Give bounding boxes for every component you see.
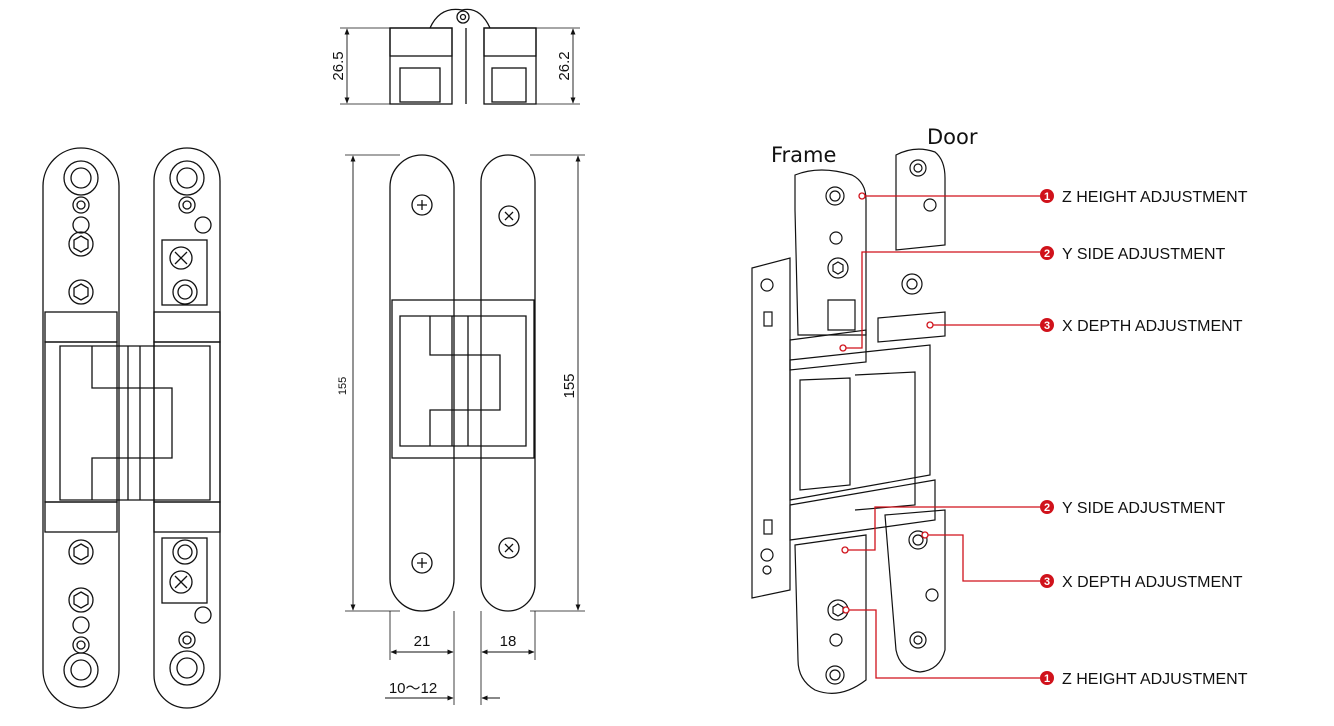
- number-badge: [1040, 189, 1054, 203]
- callout-x-depth-bottom: 3 X DEPTH ADJUSTMENT: [1040, 574, 1243, 591]
- badge-number: 3: [1044, 576, 1050, 588]
- leader-y-bottom: [845, 506, 1040, 551]
- dim-width-frame: 21: [414, 633, 431, 650]
- callout-y-side-top: 2 Y SIDE ADJUSTMENT: [1040, 246, 1226, 263]
- number-badge: [1040, 574, 1054, 588]
- dim-gap: 10～12: [389, 680, 437, 697]
- number-badge: [1040, 246, 1054, 260]
- callout-text: Y SIDE ADJUSTMENT: [1062, 246, 1226, 263]
- isometric-hinge-view: [751, 148, 946, 694]
- number-badge: [1040, 671, 1054, 685]
- badge-number: 1: [1044, 673, 1050, 685]
- dim-height-left: 155: [337, 377, 349, 395]
- callout-text: X DEPTH ADJUSTMENT: [1062, 318, 1243, 335]
- leader-z-bottom: [846, 609, 1040, 679]
- dim-top-left: 26.5: [330, 51, 347, 80]
- callout-text: X DEPTH ADJUSTMENT: [1062, 574, 1243, 591]
- callout-y-side-bottom: 2 Y SIDE ADJUSTMENT: [1040, 500, 1226, 517]
- center-front-view: [345, 154, 585, 705]
- callout-z-height-bottom: 1 Z HEIGHT ADJUSTMENT: [1040, 671, 1248, 688]
- number-badge: [1040, 500, 1054, 514]
- callout-text: Y SIDE ADJUSTMENT: [1062, 500, 1226, 517]
- callout-text: Z HEIGHT ADJUSTMENT: [1062, 189, 1248, 206]
- dim-top-right: 26.2: [556, 51, 573, 80]
- badge-number: 2: [1044, 502, 1050, 514]
- leader-y-top: [843, 251, 1040, 349]
- label-frame: Frame: [771, 143, 836, 167]
- callout-text: Z HEIGHT ADJUSTMENT: [1062, 671, 1248, 688]
- number-badge: [1040, 318, 1054, 332]
- badge-number: 1: [1044, 191, 1050, 203]
- badge-number: 3: [1044, 320, 1050, 332]
- callout-x-depth-top: 3 X DEPTH ADJUSTMENT: [1040, 318, 1243, 335]
- dim-width-door: 18: [500, 633, 517, 650]
- label-door: Door: [927, 125, 978, 149]
- leader-x-bottom: [925, 534, 1040, 582]
- dim-height-right: 155: [561, 373, 578, 398]
- callout-z-height-top: 1 Z HEIGHT ADJUSTMENT: [1040, 189, 1248, 206]
- badge-number: 2: [1044, 248, 1050, 260]
- top-view-hinge: [340, 8, 580, 105]
- front-view-hinge: [42, 147, 221, 709]
- leader-lines: [839, 192, 1040, 679]
